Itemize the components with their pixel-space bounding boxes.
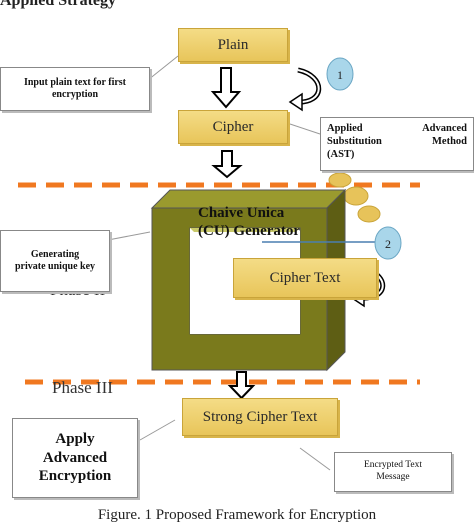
callout-apply-advanced: Apply Advanced Encryption xyxy=(12,418,138,498)
badge-2-shape xyxy=(374,226,402,260)
callout-input-plain: Input plain text for first encryption xyxy=(0,67,150,111)
strong-cipher-text-label: Strong Cipher Text xyxy=(202,408,318,425)
cipher-text-box: Cipher Text xyxy=(233,258,377,298)
curved-arrow-1-head xyxy=(288,92,303,112)
ast-line2: Substitution Method xyxy=(327,136,467,148)
phase-3-label: Phase III xyxy=(52,378,113,397)
cipher-box: Cipher xyxy=(178,110,288,144)
coin xyxy=(357,205,381,223)
connector-plain xyxy=(147,55,179,81)
figure-caption: Figure. 1 Proposed Framework for Encrypt… xyxy=(97,507,377,523)
callout-generating-key-text: Generating private unique key xyxy=(15,248,96,273)
callout-encrypted-message-text: Encrypted Text Message xyxy=(364,460,422,482)
down-arrow-1 xyxy=(210,67,242,109)
down-arrow-3 xyxy=(227,371,256,400)
connector-message xyxy=(299,447,331,471)
ast-line1: Applied Advanced xyxy=(327,123,467,134)
callout-generating-key: Generating private unique key xyxy=(0,230,110,292)
plain-box: Plain xyxy=(178,28,288,62)
badge-1-label: 1 xyxy=(337,68,343,82)
badge-2-label: 2 xyxy=(385,237,391,251)
generator-line2: (CU) Generator xyxy=(198,223,301,239)
callout-apply-advanced-text: Apply Advanced Encryption xyxy=(38,430,112,485)
callout-ast: Applied Advanced Substitution Method (AS… xyxy=(320,117,474,171)
generator-line1: Chaive Unica xyxy=(198,205,285,221)
connector-key xyxy=(107,231,151,241)
callout-input-plain-text: Input plain text for first encryption xyxy=(23,76,127,101)
plain-label: Plain xyxy=(217,36,249,53)
generator-title: Chaive Unica (CU) Generator xyxy=(198,204,300,240)
ast-line3: (AST) xyxy=(327,149,355,161)
coin xyxy=(328,172,352,188)
curved-arrow-1-outline xyxy=(295,69,320,104)
connector-cipher xyxy=(289,123,321,135)
connector-apply xyxy=(139,419,176,441)
down-arrow-2 xyxy=(211,150,243,179)
strong-cipher-text-box: Strong Cipher Text xyxy=(182,398,338,436)
cipher-label: Cipher xyxy=(212,118,254,135)
top-title: Applied Strategy xyxy=(0,0,116,9)
coin xyxy=(343,186,369,206)
cipher-text-label: Cipher Text xyxy=(269,269,341,286)
badge-1-shape xyxy=(326,57,354,91)
callout-encrypted-message: Encrypted Text Message xyxy=(334,452,452,492)
